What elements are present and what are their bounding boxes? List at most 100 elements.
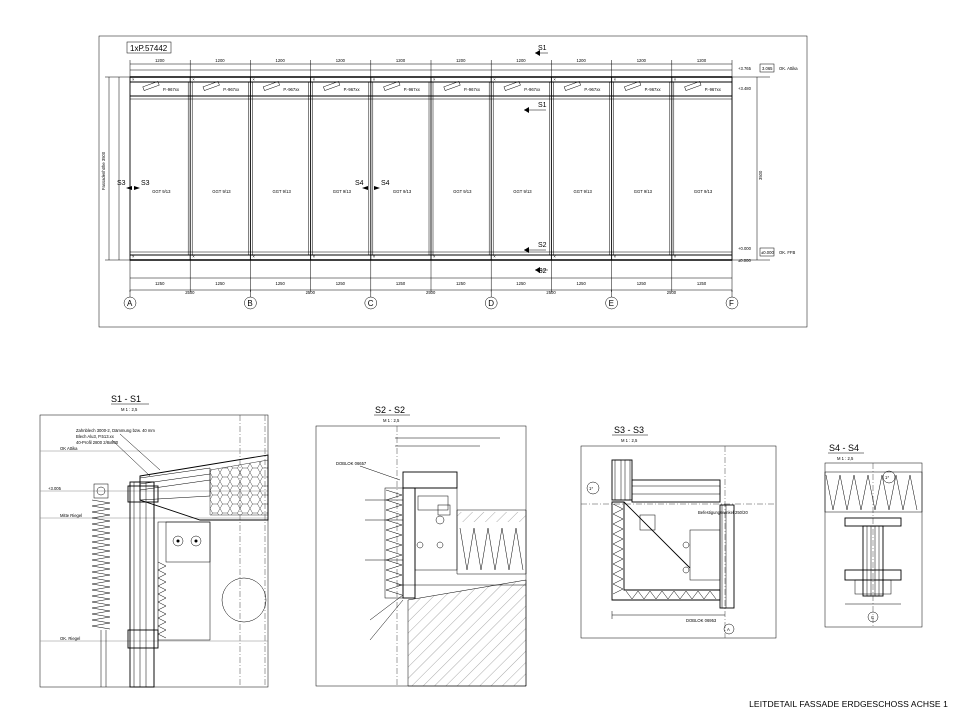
right-note-top: OK. Attika xyxy=(779,66,798,71)
panel-hatch xyxy=(503,81,521,91)
bay-tick: × xyxy=(252,77,255,82)
panel-hatch xyxy=(443,81,461,91)
bay-tick: × xyxy=(493,77,496,82)
axis-spacing-label: 2500 xyxy=(185,290,195,295)
bay-width-bottom: 1250 xyxy=(516,281,526,286)
s1-note-2: Blech Alu3, P.513.xx xyxy=(76,434,115,439)
level-bottom-2: ±0.000 xyxy=(738,258,751,263)
bay-tick: × xyxy=(132,77,135,82)
s3-title: S3 - S3 xyxy=(614,425,644,435)
panel-hatch xyxy=(684,81,702,91)
bay-width-top: 1200 xyxy=(577,58,587,63)
svg-text:S1: S1 xyxy=(538,102,547,109)
bay-tick: × xyxy=(132,254,135,259)
svg-text:S2: S2 xyxy=(538,242,547,249)
s1-note-1: Zahnblech 3000-2, Dämmung bzw. 40 mm xyxy=(76,428,155,433)
panel-hatch xyxy=(142,81,160,91)
bay-width-bottom: 1250 xyxy=(396,281,406,286)
axis-a-bubble: A xyxy=(123,290,137,310)
panel-top-label: P.-967xx xyxy=(163,87,180,92)
bay-tick: × xyxy=(252,254,255,259)
svg-text:S1: S1 xyxy=(538,45,547,52)
bay-width-bottom: 1250 xyxy=(697,281,707,286)
bay-width-bottom: 1250 xyxy=(215,281,225,286)
svg-text:S4: S4 xyxy=(355,180,364,187)
bay-width-bottom: 1250 xyxy=(276,281,286,286)
level-top-2: +3.480 xyxy=(738,86,752,91)
section-s1-detail: S1 - S1 M 1 : 2,5 OK Attika +3.005 Mitte… xyxy=(39,394,269,688)
axis-label: D xyxy=(488,299,494,308)
bay-tick: × xyxy=(433,254,436,259)
s4-frame xyxy=(824,462,923,628)
s3-axis-bottom xyxy=(723,623,735,635)
right-note-bottom: OK. FFB xyxy=(779,250,795,255)
section-mark-s1-mid: S1 xyxy=(524,102,547,113)
facade-elevation: 1xP.57442 Fassadenhöhe 3500 3500 P.-967x… xyxy=(98,35,808,328)
panel-hatch xyxy=(323,81,341,91)
axis-e-bubble: E xyxy=(605,290,618,310)
s2-note-top: DOBLOK 06657 xyxy=(336,461,367,466)
section-s2-detail: S2 - S2 M 1 : 2,5 DOBLOK 06657 xyxy=(315,405,527,687)
s1-title: S1 - S1 xyxy=(111,394,141,404)
level-top-1: +3.765 xyxy=(738,66,752,71)
bay-width-top: 1200 xyxy=(215,58,225,63)
s1-scale: M 1 : 2,5 xyxy=(121,407,138,412)
bay-tick: × xyxy=(192,77,195,82)
section-s4-detail: S4 - S4 M 1 : 2,5 1* C xyxy=(824,443,923,628)
level-bottom-right: ±0.000 xyxy=(761,250,774,255)
svg-text:1*: 1* xyxy=(589,486,593,491)
bay-width-top: 1200 xyxy=(276,58,286,63)
svg-text:1*: 1* xyxy=(885,475,889,480)
axis-f-bubble: F xyxy=(725,290,739,310)
panel-center-label: GGT 9/13 xyxy=(513,189,532,194)
svg-text:A: A xyxy=(727,627,730,632)
panel-top-label: P.-967xx xyxy=(524,87,541,92)
section-mark-s1-top: S1 xyxy=(535,45,548,56)
bay-width-top: 1200 xyxy=(456,58,466,63)
bay-width-bottom: 1250 xyxy=(456,281,466,286)
bay-tick: × xyxy=(674,77,677,82)
section-mark-s2-mid: S2 xyxy=(524,242,547,253)
panel-center-label: GGT 9/13 xyxy=(212,189,231,194)
axis-c-bubble: C xyxy=(364,290,378,310)
bay-tick: × xyxy=(373,254,376,259)
right-height-dim: 3500 xyxy=(758,170,763,180)
s1-level-1: OK Attika xyxy=(60,446,78,451)
elevation-tag-box xyxy=(126,41,172,54)
svg-text:S2: S2 xyxy=(538,268,547,275)
s3-note-bottom: DOBLOK 06953 xyxy=(686,618,717,623)
panel-top-label: P.-967xx xyxy=(584,87,601,92)
bay-width-top: 1200 xyxy=(637,58,647,63)
s4-title: S4 - S4 xyxy=(829,443,859,453)
s4-axis-bottom xyxy=(867,611,879,623)
bay-tick: × xyxy=(674,254,677,259)
bay-width-top: 1200 xyxy=(396,58,406,63)
panel-top-label: P.-967xx xyxy=(645,87,662,92)
left-height-label: Fassadenhöhe 3500 xyxy=(101,151,106,190)
svg-text:S4: S4 xyxy=(381,180,390,187)
s1-level-2: +3.005 xyxy=(48,486,62,491)
s4-scale: M 1 : 2,5 xyxy=(837,456,854,461)
panel-center-label: GGT 9/13 xyxy=(634,189,653,194)
s2-title: S2 - S2 xyxy=(375,405,405,415)
svg-text:S3: S3 xyxy=(117,180,126,187)
axis-d-bubble: D xyxy=(484,290,498,310)
bay-width-bottom: 1250 xyxy=(155,281,165,286)
s3-frame xyxy=(580,445,777,639)
panel-center-label: GGT 9/13 xyxy=(152,189,171,194)
svg-text:C: C xyxy=(871,615,874,620)
bay-tick: × xyxy=(614,254,617,259)
bay-width-top: 1200 xyxy=(336,58,346,63)
bay-tick: × xyxy=(373,77,376,82)
s3-scale: M 1 : 2,5 xyxy=(621,438,638,443)
axis-spacing-label: 2500 xyxy=(306,290,316,295)
s3-axis-mark xyxy=(586,481,600,495)
